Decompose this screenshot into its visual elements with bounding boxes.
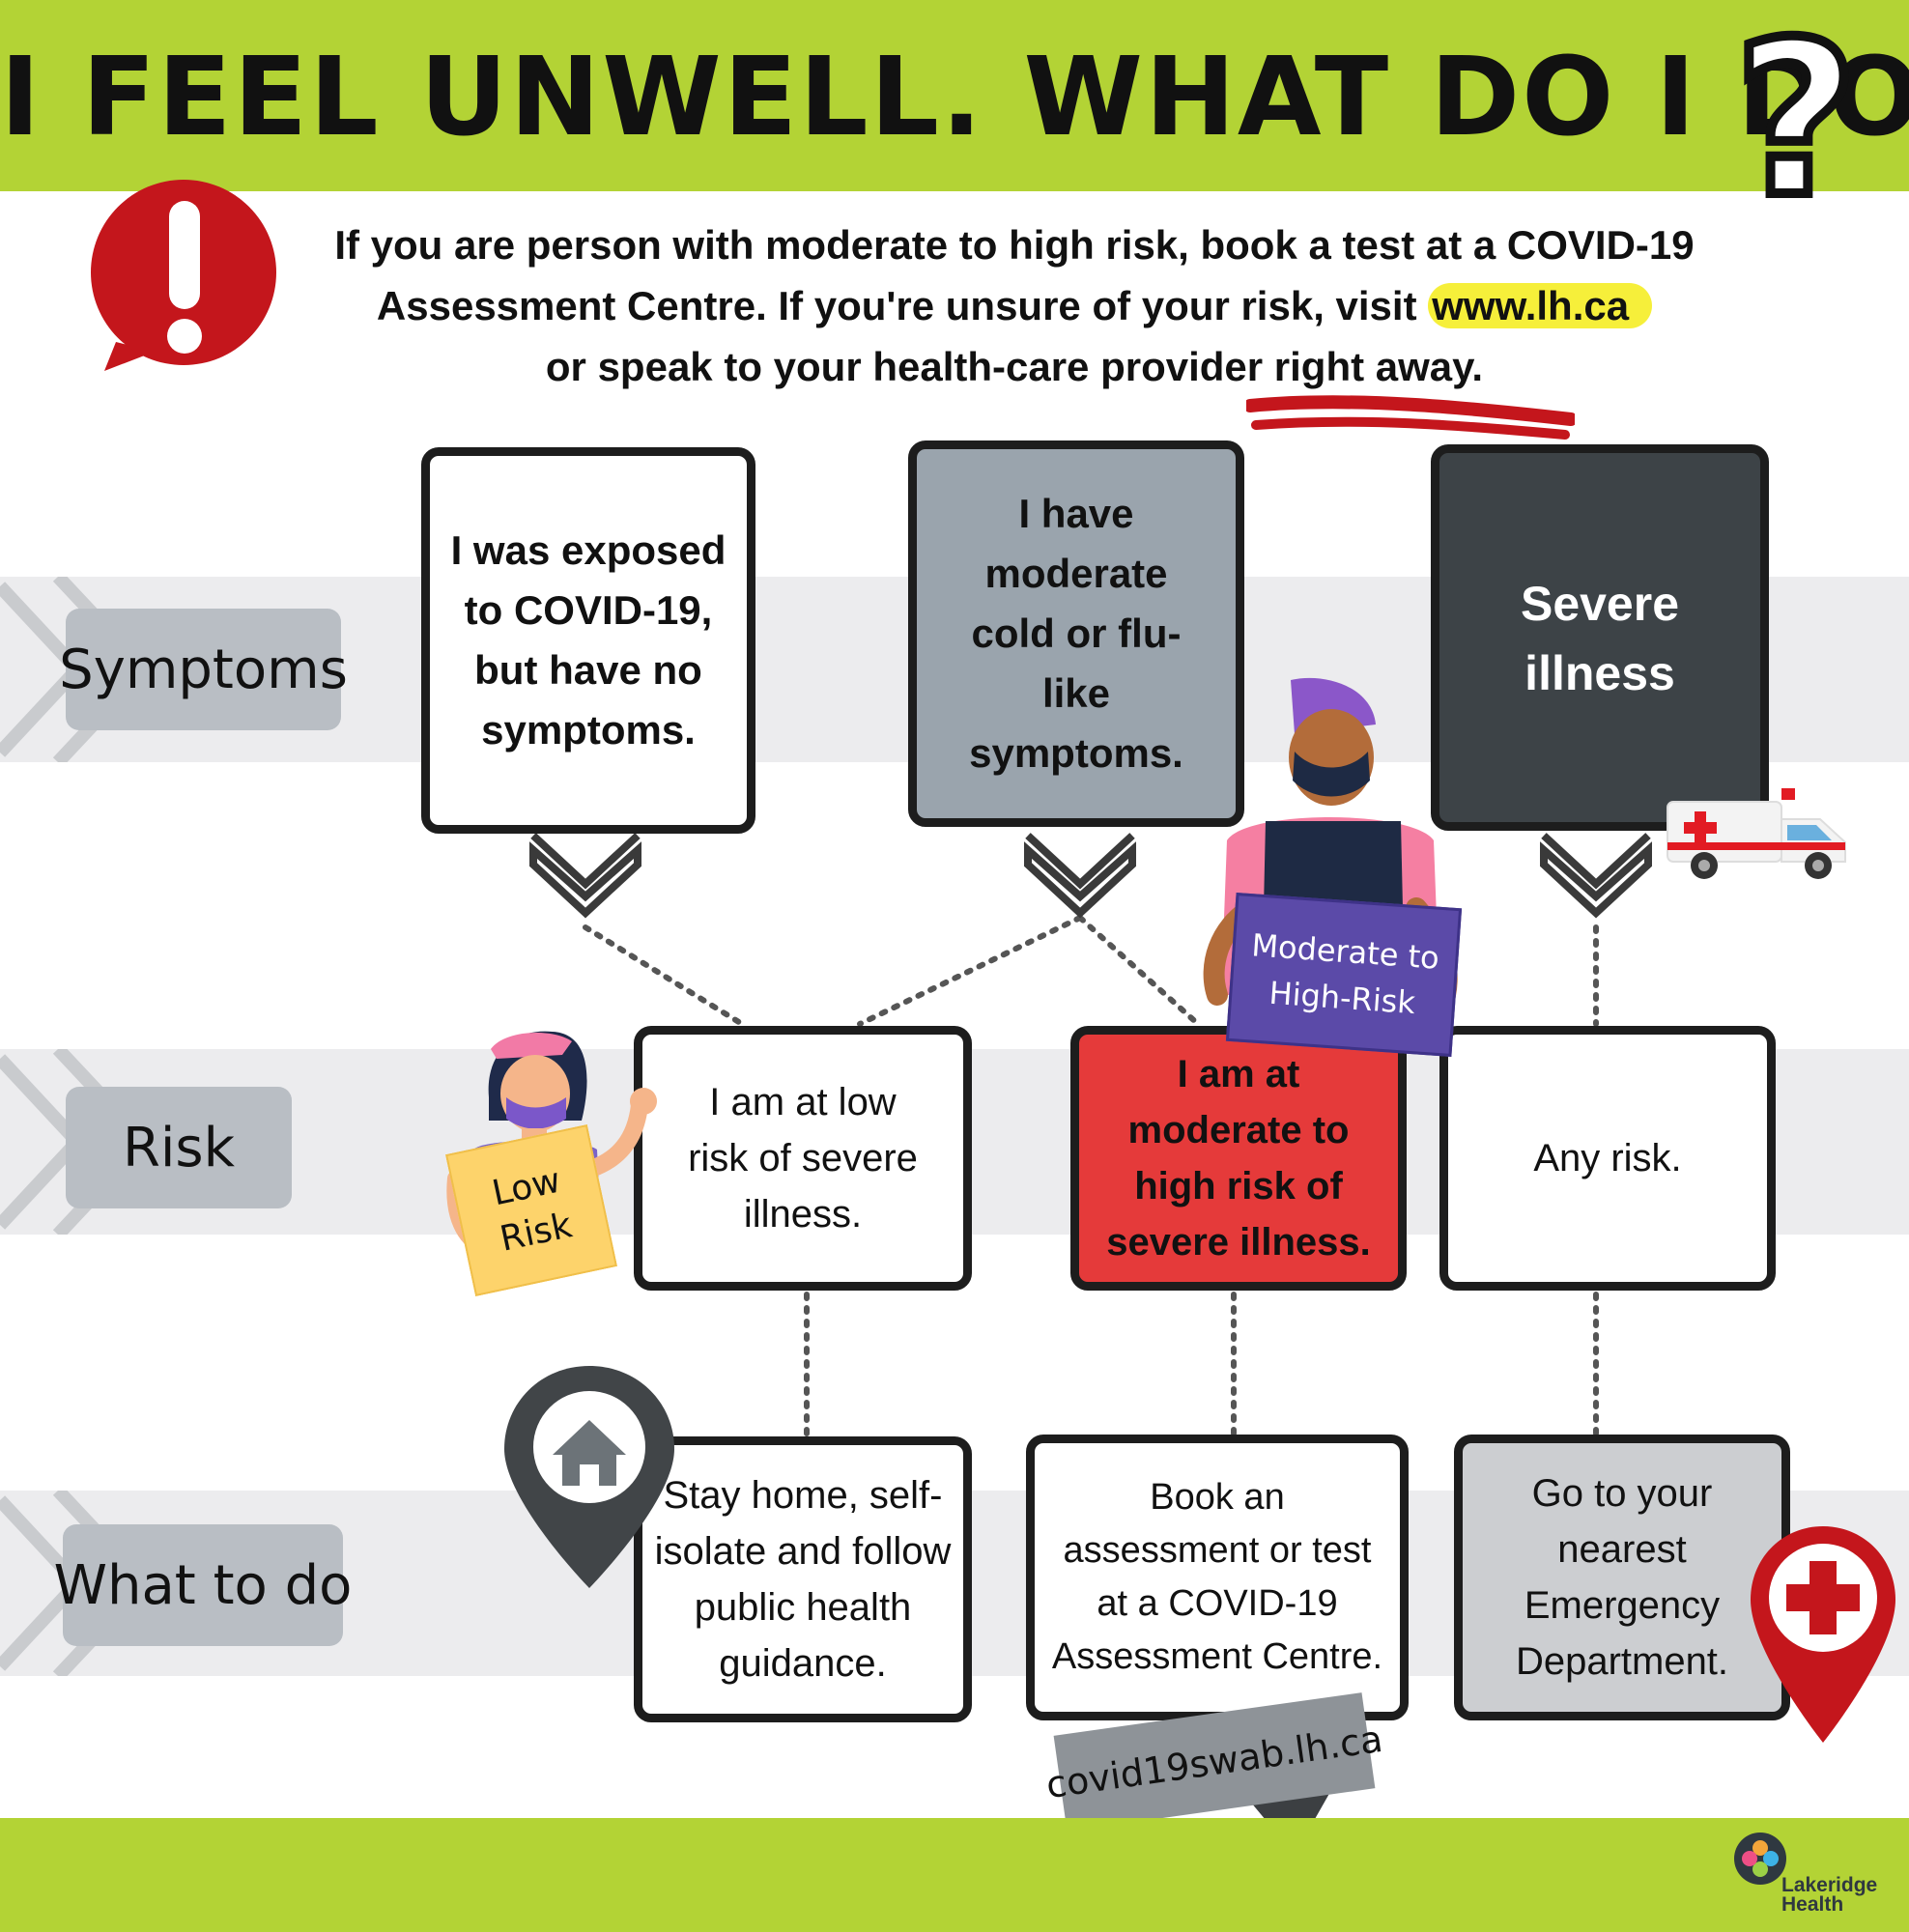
symptom-severe-box: Severe illness: [1431, 444, 1769, 831]
low-risk-sign: Low Risk: [445, 1124, 617, 1296]
question-mark-icon: ?: [1729, 0, 1863, 243]
risk-low-text: I am at low risk of severe illness.: [688, 1081, 918, 1236]
red-underline-stroke: [1246, 395, 1575, 440]
risk-high-text: I am at moderate to high risk of severe …: [1106, 1053, 1371, 1264]
footer-band: [0, 1818, 1909, 1932]
intro-line-1: If you are person with moderate to high …: [334, 222, 1695, 268]
exclamation-icon: [91, 180, 276, 371]
intro-line-2: Assessment Centre. If you're unsure of y…: [290, 275, 1739, 336]
risk-low-box: I am at low risk of severe illness.: [634, 1026, 972, 1291]
website-link[interactable]: www.lh.ca: [1428, 283, 1653, 328]
header-band: [0, 0, 1909, 191]
lakeridge-logo-text: Lakeridge Health: [1781, 1874, 1878, 1916]
row-label-risk: Risk: [66, 1087, 292, 1208]
symptom-severe-text: Severe illness: [1520, 577, 1680, 700]
row-label-symptoms: Symptoms: [59, 609, 348, 730]
action-stay-home-text: Stay home, self-isolate and follow publi…: [654, 1474, 952, 1685]
action-book-text: Book an assessment or test at a COVID-19…: [1051, 1477, 1383, 1677]
action-stay-home-box: Stay home, self-isolate and follow publi…: [634, 1436, 972, 1722]
swab-url[interactable]: covid19swab.lh.ca: [1043, 1717, 1385, 1807]
action-emergency-box: Go to your nearest Emergency Department.: [1454, 1435, 1790, 1720]
risk-any-box: Any risk.: [1439, 1026, 1776, 1291]
action-book-box: Book an assessment or test at a COVID-19…: [1026, 1435, 1409, 1720]
symptom-moderate-text: I have moderate cold or flu-like symptom…: [969, 491, 1183, 776]
low-risk-sign-text: Low Risk: [488, 1160, 576, 1260]
symptom-moderate-box: I have moderate cold or flu-like symptom…: [908, 440, 1244, 827]
lakeridge-logo-icon: [1734, 1833, 1786, 1885]
risk-any-text: Any risk.: [1533, 1137, 1682, 1179]
ambulance-icon: [1667, 788, 1846, 879]
row-label-what-to-do: What to do: [54, 1524, 352, 1646]
intro-line-3: or speak to your health-care provider ri…: [545, 344, 1484, 389]
page-title: I FEEL UNWELL. WHAT DO I DO: [0, 35, 1909, 160]
symptom-exposed-box: I was exposed to COVID-19, but have no s…: [421, 447, 755, 834]
high-risk-sign-text: Moderate to High-Risk: [1250, 926, 1440, 1022]
intro-text: If you are person with moderate to high …: [290, 214, 1739, 397]
medical-pin-icon: [1751, 1526, 1895, 1743]
symptom-exposed-text: I was exposed to COVID-19, but have no s…: [450, 527, 727, 753]
home-pin-icon: [504, 1366, 674, 1588]
intro-line-2-text: Assessment Centre. If you're unsure of y…: [376, 283, 1429, 328]
action-emergency-text: Go to your nearest Emergency Department.: [1515, 1472, 1729, 1683]
risk-high-box: I am at moderate to high risk of severe …: [1070, 1026, 1407, 1291]
high-risk-sign: Moderate to High-Risk: [1225, 893, 1463, 1057]
